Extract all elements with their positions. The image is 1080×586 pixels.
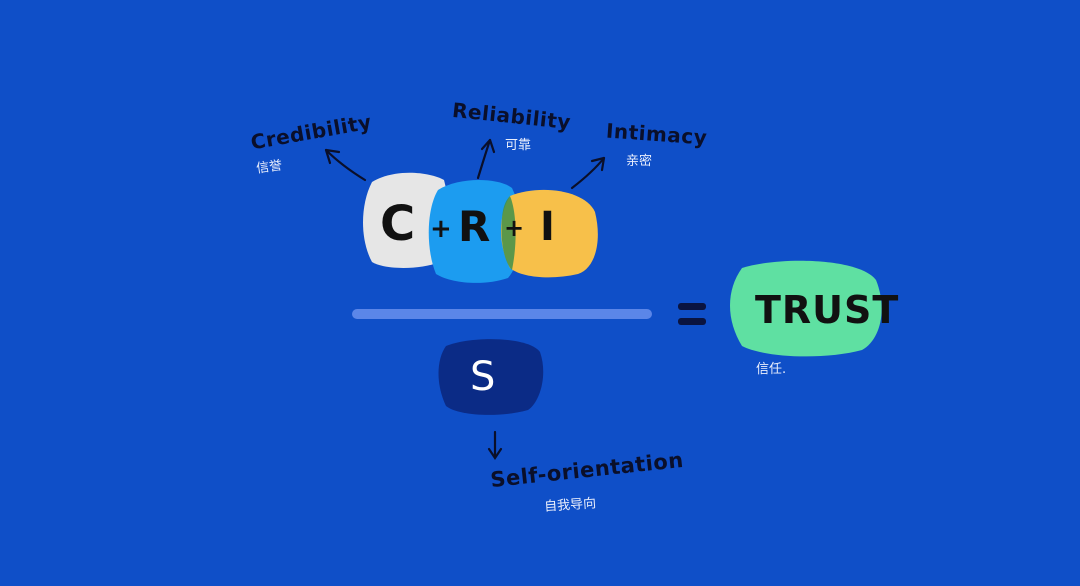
reliability-blob bbox=[428, 180, 522, 283]
arrow-reliability-icon bbox=[476, 138, 492, 180]
letter-i: I bbox=[540, 204, 555, 250]
intimacy-blob bbox=[501, 189, 598, 278]
plus-sign-1: + bbox=[430, 214, 452, 244]
equals-top bbox=[678, 303, 706, 310]
overlap-region bbox=[501, 196, 516, 270]
reliability-zh-label: 可靠 bbox=[505, 138, 532, 153]
arrow-intimacy-head-icon bbox=[590, 156, 606, 172]
letter-r: R bbox=[458, 202, 491, 251]
credibility-blob bbox=[363, 172, 449, 268]
arrow-reliability-head-icon bbox=[480, 138, 496, 154]
equals-bottom bbox=[678, 318, 706, 325]
plus-sign-2: + bbox=[504, 214, 525, 242]
arrow-credibility-head-icon bbox=[324, 148, 341, 165]
fraction-bar bbox=[352, 309, 652, 319]
credibility-zh-label: 信誉 bbox=[255, 158, 284, 177]
trust-text: TRUST bbox=[755, 288, 900, 332]
letter-s: S bbox=[470, 354, 496, 400]
arrow-intimacy-icon bbox=[570, 156, 606, 190]
self-orientation-zh-label: 自我导向 bbox=[543, 496, 597, 515]
letter-c: C bbox=[380, 196, 416, 252]
trust-zh-label: 信任. bbox=[756, 362, 787, 377]
intimacy-zh-label: 亲密 bbox=[626, 154, 653, 169]
arrow-self-orientation-head-icon bbox=[487, 447, 503, 460]
self-orientation-blob bbox=[438, 339, 544, 415]
trust-blob bbox=[730, 260, 882, 357]
arrow-credibility-icon bbox=[324, 148, 367, 182]
